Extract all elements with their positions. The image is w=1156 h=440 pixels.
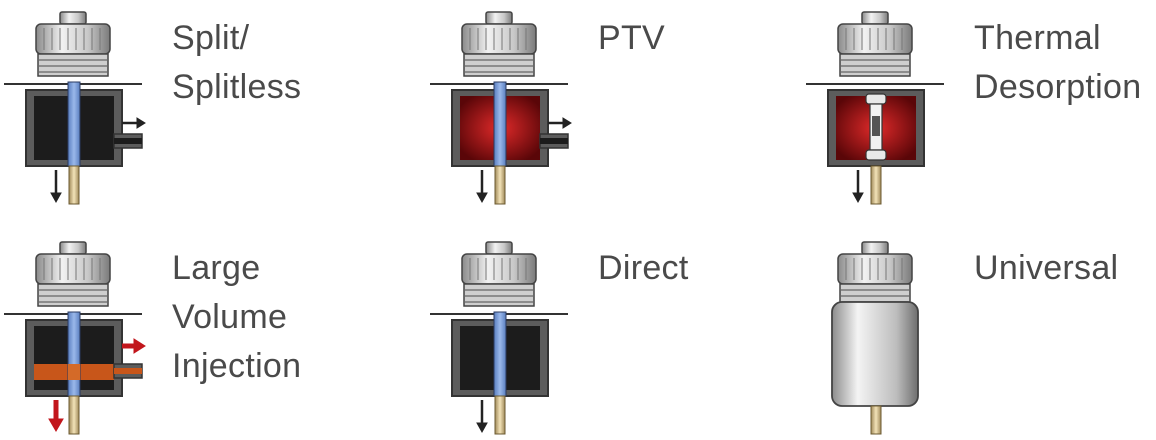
label-line: Split/ xyxy=(172,19,250,57)
label-line: Universal xyxy=(974,249,1119,287)
thermal-desorption-label: Thermal Desorption xyxy=(974,14,1141,112)
large-volume-injection-label: Large Volume Injection xyxy=(172,244,384,391)
label-line: Desorption xyxy=(974,68,1142,106)
universal-label: Universal xyxy=(974,244,1118,293)
injector-direct: Direct xyxy=(430,240,810,440)
injector-split-splitless: Split/ Splitless xyxy=(4,10,384,210)
label-line: Direct xyxy=(598,249,689,287)
injector-large-volume-injection: Large Volume Injection xyxy=(4,240,384,440)
injector-universal: Universal xyxy=(806,240,1156,440)
thermal-desorption-injector-illustration xyxy=(806,11,944,205)
universal-injector-illustration xyxy=(831,241,919,435)
label-line: PTV xyxy=(598,19,666,57)
direct-injector-illustration xyxy=(430,241,568,435)
injector-ptv: PTV xyxy=(430,10,810,210)
label-line: Large Volume xyxy=(172,249,288,336)
label-line: Injection xyxy=(172,347,302,385)
ptv-injector-illustration xyxy=(430,11,572,205)
direct-label: Direct xyxy=(598,244,689,293)
split-splitless-injector-illustration xyxy=(4,11,146,205)
label-line: Splitless xyxy=(172,68,302,106)
large-volume-injection-illustration xyxy=(4,241,146,435)
split-splitless-label: Split/ Splitless xyxy=(172,14,301,112)
label-line: Thermal xyxy=(974,19,1101,57)
injector-thermal-desorption: Thermal Desorption xyxy=(806,10,1156,210)
ptv-label: PTV xyxy=(598,14,665,63)
